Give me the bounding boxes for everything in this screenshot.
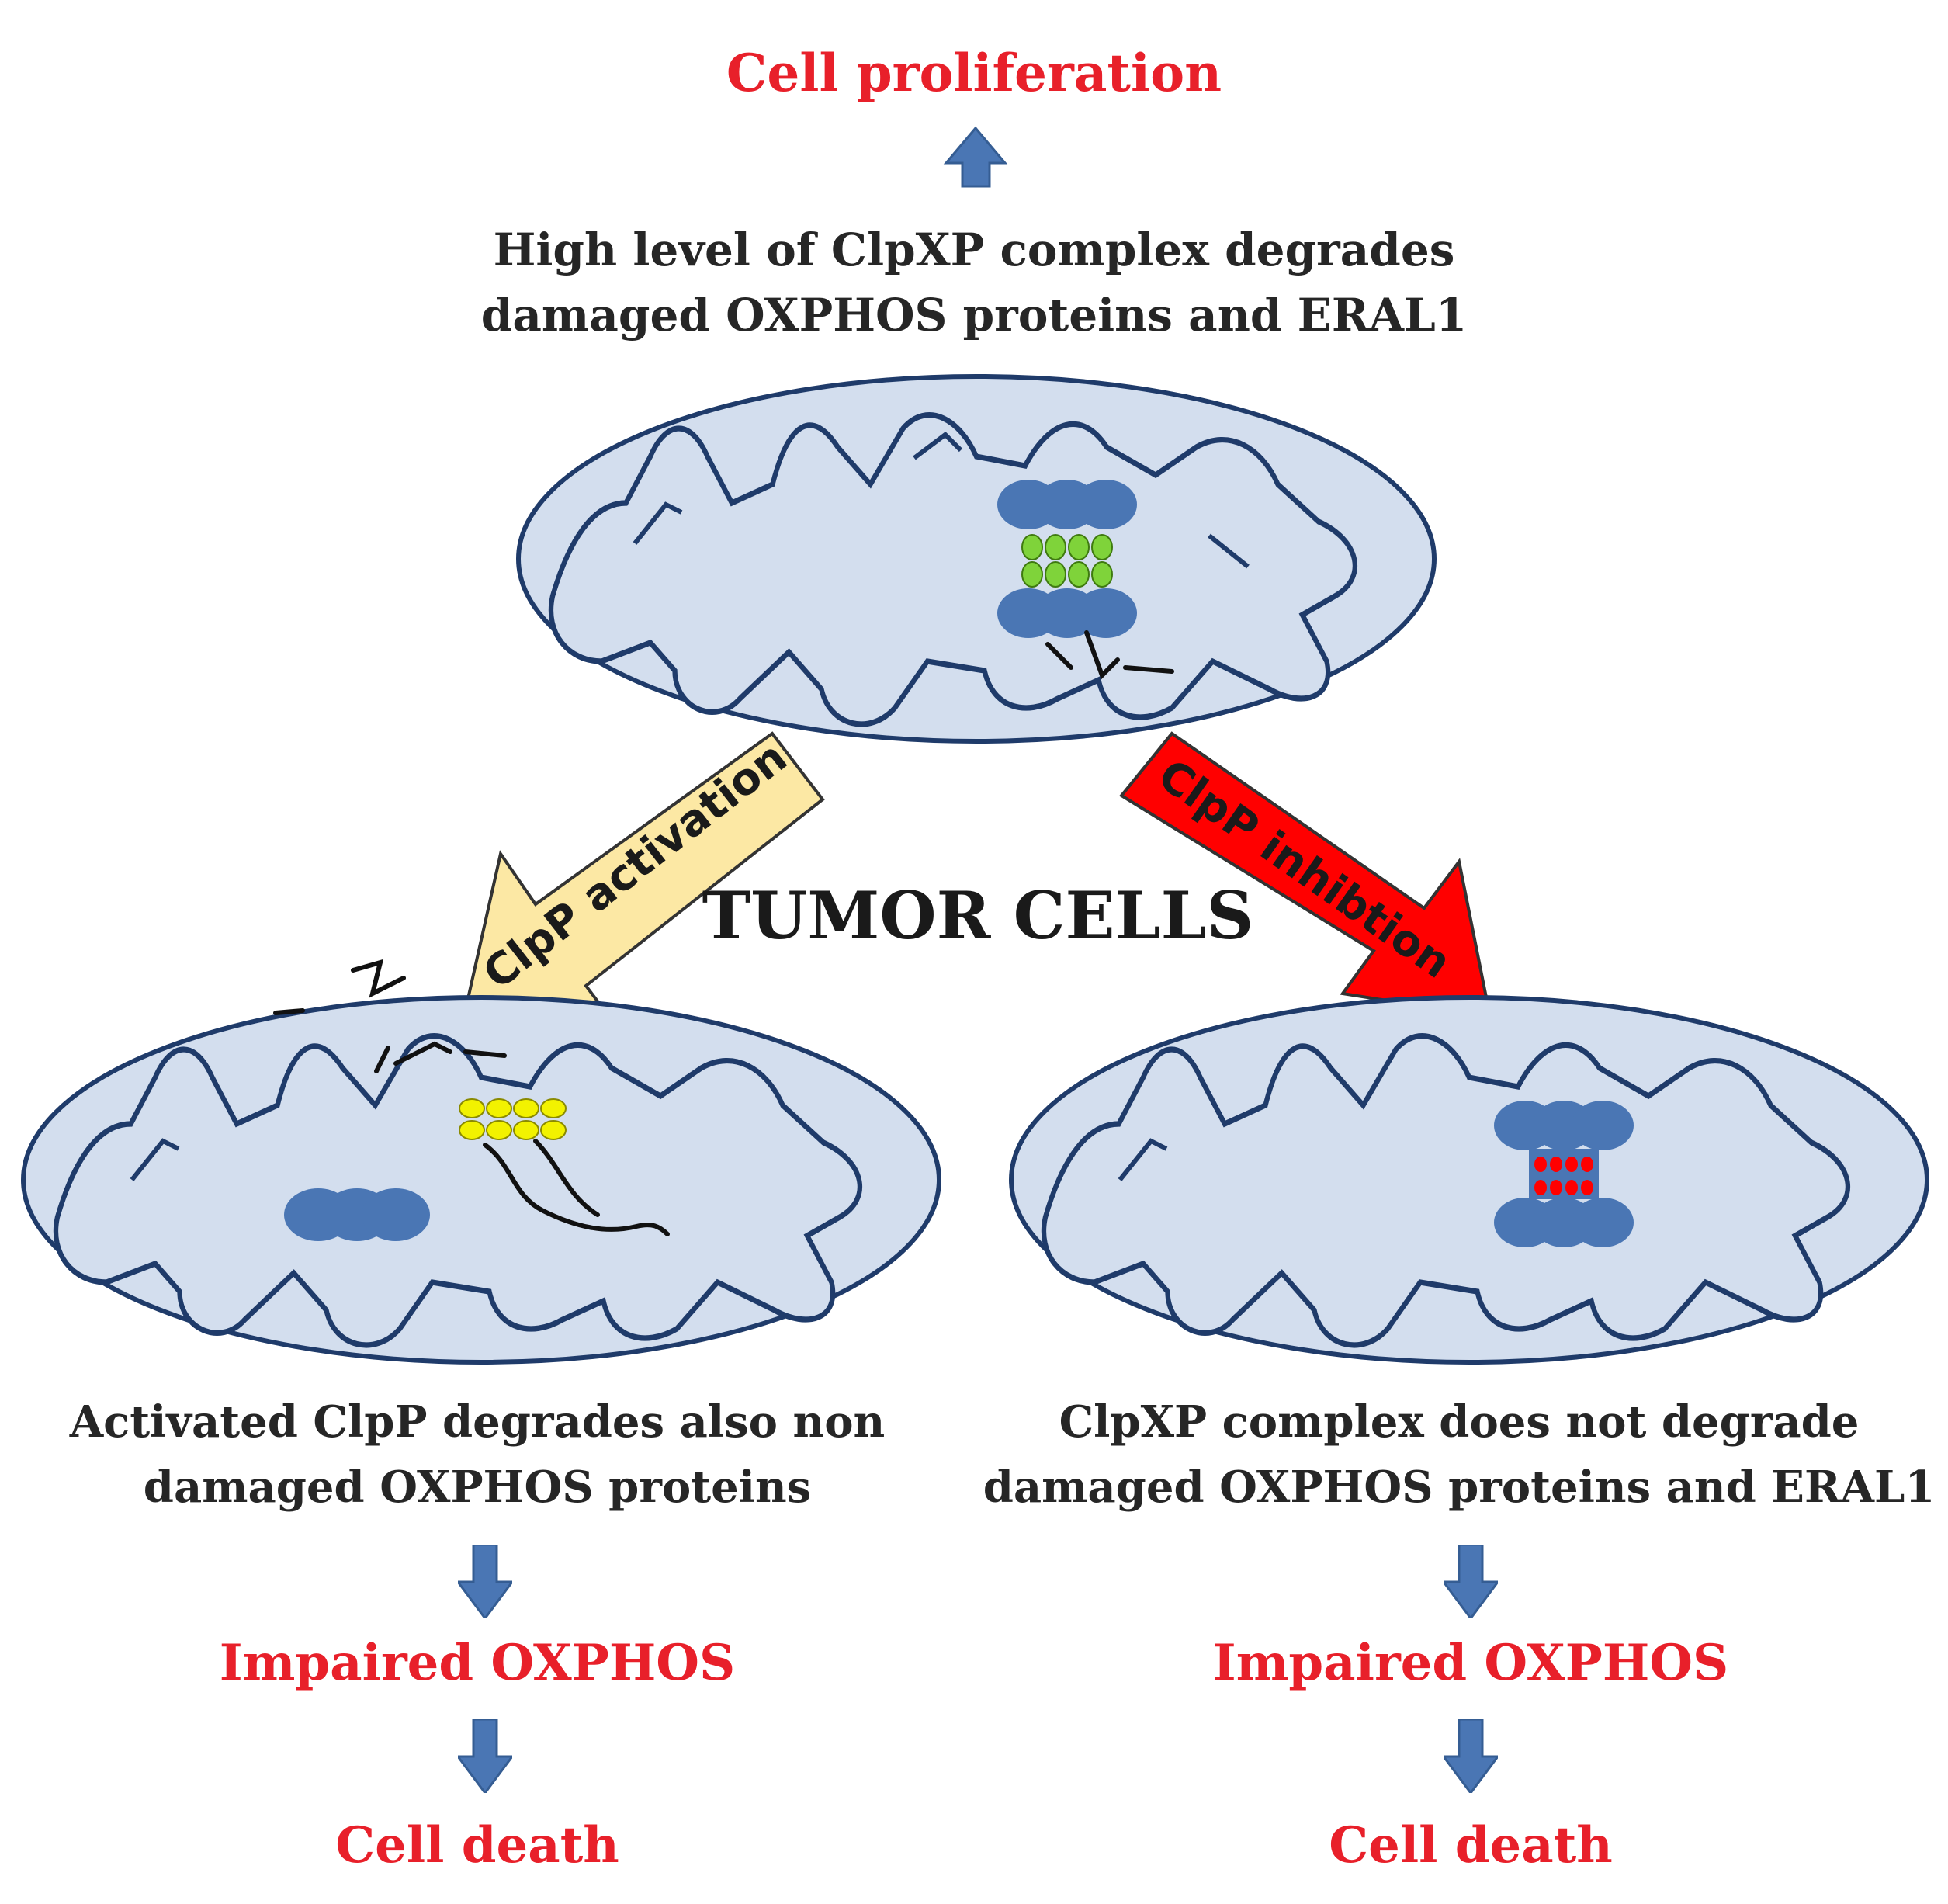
impaired-oxphos-right: Impaired OXPHOS — [1212, 1634, 1729, 1692]
mitochondrion-right — [1009, 995, 1929, 1365]
protein-fragments-left — [273, 959, 670, 1236]
top-description: High level of ClpXP complex degrades dam… — [480, 224, 1468, 342]
arrow-down-left-1 — [458, 1545, 512, 1618]
arrow-down-left-2 — [458, 1719, 512, 1793]
arrow-down-right-1 — [1444, 1545, 1498, 1618]
clpp-complex-left — [284, 1188, 430, 1241]
activated-clpp-left — [459, 1098, 567, 1140]
clpxp-complex-top — [997, 480, 1137, 638]
clpp-inhibition-arrow — [1119, 731, 1492, 1019]
cell-death-left: Cell death — [335, 1816, 619, 1875]
activation-arrow-label: ClpP activation — [474, 732, 796, 1000]
clpxp-complex-right — [1494, 1101, 1634, 1247]
activation-description: Activated ClpP degrades also non damaged… — [69, 1396, 886, 1513]
arrow-down-right-2 — [1444, 1719, 1498, 1793]
protein-fragments-top — [1045, 630, 1174, 680]
arrow-up-to-proliferation — [943, 126, 1008, 188]
mitochondrion-top — [516, 374, 1437, 744]
tumor-cells-label: TUMOR CELLS — [702, 877, 1254, 954]
mitochondrion-left — [21, 995, 941, 1365]
impaired-oxphos-left: Impaired OXPHOS — [219, 1634, 736, 1692]
cell-death-right: Cell death — [1329, 1816, 1613, 1875]
inhibition-description: ClpXP complex does not degrade damaged O… — [983, 1396, 1936, 1513]
cell-proliferation-label: Cell proliferation — [726, 43, 1222, 103]
